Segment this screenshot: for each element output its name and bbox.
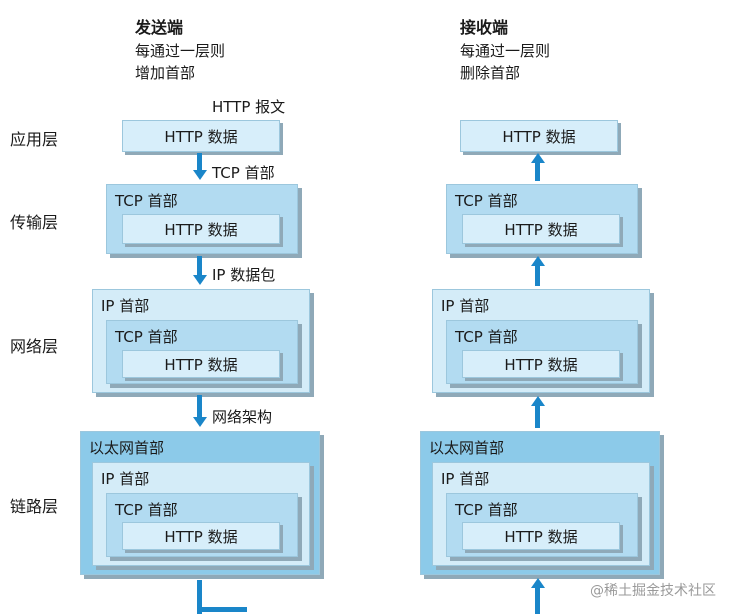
receiver-app-http-data: HTTP 数据 bbox=[460, 120, 618, 152]
sender-network-http-data-label: HTTP 数据 bbox=[164, 355, 238, 374]
layer-label-network: 网络层 bbox=[10, 337, 59, 356]
sender-transport-tcp-header: TCP 首部 bbox=[115, 192, 178, 210]
sender-link-tcp-header: TCP 首部 bbox=[115, 501, 178, 519]
layer-label-application: 应用层 bbox=[10, 130, 59, 149]
receiver-network-tcp-header: TCP 首部 bbox=[455, 328, 518, 346]
receiver-link-ip-header: IP 首部 bbox=[441, 470, 490, 488]
flow-label-network-frame: 网络架构 bbox=[212, 408, 273, 426]
receiver-network-http-data: HTTP 数据 bbox=[462, 350, 620, 378]
receiver-transport-tcp-header: TCP 首部 bbox=[455, 192, 518, 210]
sender-title: 发送端 bbox=[135, 18, 184, 37]
receiver-link-tcp-header: TCP 首部 bbox=[455, 501, 518, 519]
sender-network-http-data: HTTP 数据 bbox=[122, 350, 280, 378]
receiver-transport-http-data: HTTP 数据 bbox=[462, 214, 620, 244]
flow-label-ip-packet: IP 数据包 bbox=[212, 266, 276, 284]
receiver-note-line1: 每通过一层则 bbox=[460, 42, 551, 60]
sender-link-http-data: HTTP 数据 bbox=[122, 522, 280, 550]
sender-transport-http-data-label: HTTP 数据 bbox=[164, 220, 238, 239]
sender-network-ip-header: IP 首部 bbox=[101, 297, 150, 315]
layer-label-transport: 传输层 bbox=[10, 213, 59, 232]
receiver-transport-http-data-label: HTTP 数据 bbox=[504, 220, 578, 239]
receiver-app-http-data-label: HTTP 数据 bbox=[502, 127, 576, 146]
sender-note-line2: 增加首部 bbox=[135, 64, 196, 82]
sender-transport-http-data: HTTP 数据 bbox=[122, 214, 280, 244]
receiver-note-line2: 删除首部 bbox=[460, 64, 521, 82]
receiver-link-http-data: HTTP 数据 bbox=[462, 522, 620, 550]
receiver-title: 接收端 bbox=[460, 18, 509, 37]
sender-app-http-data: HTTP 数据 bbox=[122, 120, 280, 152]
sender-link-http-data-label: HTTP 数据 bbox=[164, 527, 238, 546]
sender-network-tcp-header: TCP 首部 bbox=[115, 328, 178, 346]
flow-label-http-message: HTTP 报文 bbox=[212, 98, 286, 116]
sender-note-line1: 每通过一层则 bbox=[135, 42, 226, 60]
receiver-link-ethernet-header: 以太网首部 bbox=[429, 439, 505, 457]
sender-app-http-data-label: HTTP 数据 bbox=[164, 127, 238, 146]
watermark: @稀土掘金技术社区 bbox=[590, 583, 716, 599]
receiver-network-ip-header: IP 首部 bbox=[441, 297, 490, 315]
layer-label-link: 链路层 bbox=[10, 497, 59, 516]
sender-link-ip-header: IP 首部 bbox=[101, 470, 150, 488]
flow-label-tcp-header: TCP 首部 bbox=[212, 164, 275, 182]
sender-link-ethernet-header: 以太网首部 bbox=[89, 439, 165, 457]
receiver-network-http-data-label: HTTP 数据 bbox=[504, 355, 578, 374]
receiver-link-http-data-label: HTTP 数据 bbox=[504, 527, 578, 546]
